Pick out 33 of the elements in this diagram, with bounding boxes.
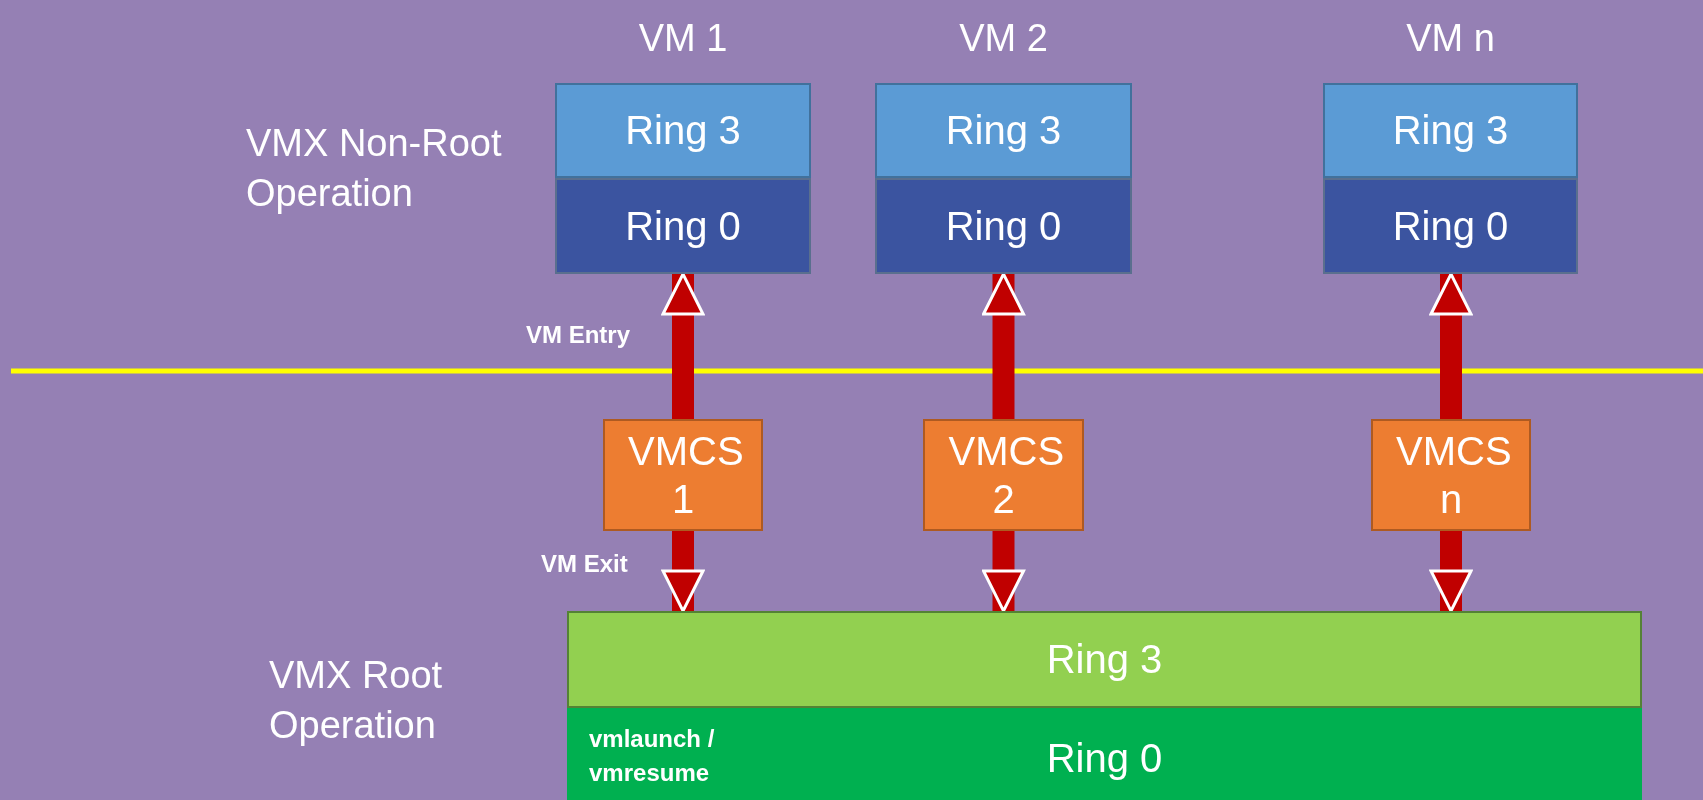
column-heading: VM n — [1405, 16, 1496, 61]
box-label: Ring 0 — [945, 203, 1062, 249]
ring-box — [555, 83, 811, 178]
box-label: Ring 3 — [1046, 637, 1163, 682]
box-label: Ring 3 — [945, 108, 1062, 153]
vmcs-box — [1371, 419, 1531, 531]
mode-label: VMX Root Operation — [269, 653, 444, 748]
edge-label: VM Entry — [526, 321, 630, 349]
host-ring-box — [567, 611, 1642, 708]
arrow — [1429, 531, 1473, 613]
ring-box — [875, 83, 1132, 178]
arrow — [1429, 272, 1473, 419]
arrow — [982, 272, 1025, 419]
vmcs-box — [923, 419, 1084, 531]
ring-box — [1323, 178, 1578, 274]
column-heading: VM 2 — [958, 16, 1049, 61]
ring-box — [555, 178, 811, 274]
arrow — [982, 531, 1025, 613]
ring-box — [1323, 83, 1578, 178]
box-label: Ring 0 — [625, 203, 741, 249]
host-ring-box — [567, 708, 1642, 800]
box-label: Ring 0 — [1392, 203, 1509, 249]
arrow — [661, 531, 705, 613]
box-label: Ring 3 — [1392, 108, 1509, 153]
box-label: Ring 0 — [1046, 735, 1163, 781]
edge-label: VM Exit — [541, 550, 628, 578]
column-heading: VM 1 — [637, 16, 729, 61]
vmcs-box — [603, 419, 763, 531]
box-label: Ring 3 — [625, 108, 741, 153]
instruction-note: vmlaunch / vmresume — [589, 724, 716, 788]
arrow — [661, 272, 705, 419]
mode-label: VMX Non-Root Operation — [246, 121, 503, 216]
ring-box — [875, 178, 1132, 274]
